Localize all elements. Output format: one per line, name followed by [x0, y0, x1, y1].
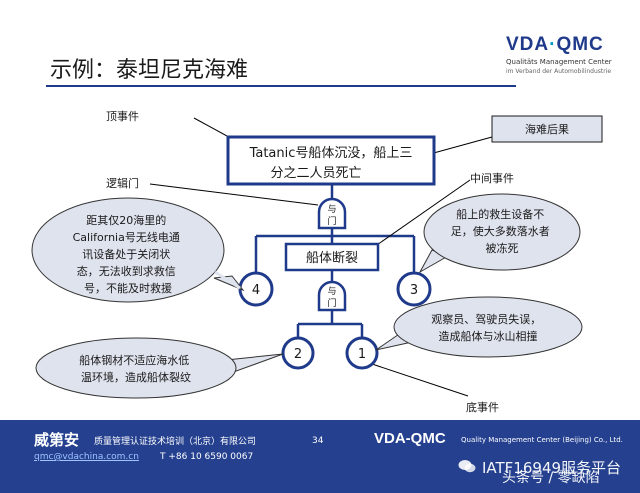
title-rule [46, 85, 516, 87]
footer-company-name: 威第安 [34, 431, 80, 449]
gate-1-label-2: 门 [327, 215, 336, 227]
footer-bar [0, 420, 640, 493]
basic-event-3-label: 3 [410, 283, 418, 298]
page-title: 示例：泰坦尼克海难 [50, 58, 249, 83]
callout-4-line-1: 距其仅20海里的 [86, 213, 166, 227]
callout-3-text: 船上的救生设备不 足，使大多数落水者 被冻死 [451, 207, 554, 255]
top-event-box [226, 135, 436, 186]
footer-brand: VDA-QMC [374, 430, 446, 447]
callout-2-line-1: 船体钢材不适应海水低 [79, 353, 189, 367]
logo-suffix: QMC [556, 34, 604, 55]
callout-3: 船上的救生设备不 足，使大多数落水者 被冻死 [418, 193, 581, 274]
callout-1-bubble [393, 296, 583, 358]
footer-brand-desc: Quality Management Center (Beijing) Co.,… [461, 436, 623, 444]
wechat-icon [458, 460, 476, 473]
pointer-consequence [429, 136, 493, 155]
middle-event-text: 船体断裂 [306, 251, 358, 266]
callout-2-line-2: 温环境，造成船体裂纹 [81, 370, 191, 384]
callout-3-bubble [423, 193, 581, 271]
callout-1-line-1: 观察员、驾驶员失误， [431, 312, 541, 326]
basic-event-2-label: 2 [294, 347, 302, 362]
watermark-text: IATF16949服务平台 头条号 / 零缺陷 [482, 457, 622, 486]
callout-4-text: 距其仅20海里的 California号无线电通 讯设备处于关闭状 态，无法收到… [73, 213, 184, 295]
middle-event-box [284, 242, 380, 272]
callout-2-text: 船体钢材不适应海水低 温环境，造成船体裂纹 [79, 353, 193, 384]
gate-1-label-1: 与 [327, 204, 336, 215]
basic-event-3 [396, 271, 432, 307]
logo-subtitle: Qualitäts Management Center [506, 58, 612, 66]
label-intermediate-event: 中间事件 [470, 172, 514, 185]
callout-1-text: 观察员、驾驶员失误， 造成船体与冰山相撞 [431, 312, 545, 343]
page-number: 34 [312, 436, 324, 446]
tree-connectors [254, 184, 416, 338]
fault-tree-diagram: Tatanic号船体沉没，船上三 分之二人员死亡 海难后果 与 门 船体断裂 与… [31, 110, 603, 414]
top-event-text-2: 分之二人员死亡 [270, 166, 361, 181]
callout-3-line-1: 船上的救生设备不 [456, 207, 544, 221]
callout-4-line-5: 号，不能及时救援 [84, 281, 172, 295]
gate-2-label-1: 与 [327, 286, 336, 297]
callout-4-line-4: 态，无法收到求救信 [77, 264, 176, 278]
pointer-intermediate [363, 179, 471, 255]
label-top-event: 顶事件 [106, 110, 139, 123]
callout-2: 船体钢材不适应海水低 温环境，造成船体裂纹 [35, 337, 284, 399]
gate-2-label-2: 门 [327, 297, 336, 309]
basic-event-4-label: 4 [252, 283, 260, 298]
footer-phone: T +86 10 6590 0067 [160, 452, 254, 462]
gate-2-and-gate [317, 280, 347, 312]
callout-4-line-3: 讯设备处于关闭状 [82, 247, 170, 261]
callout-1: 观察员、驾驶员失误， 造成船体与冰山相撞 [375, 296, 583, 358]
basic-event-1 [345, 336, 379, 370]
callout-4-tail-mask [214, 270, 241, 290]
pointer-logic-gate [149, 183, 319, 206]
watermark-platform: IATF16949服务平台 [482, 459, 622, 477]
footer-email-link[interactable]: qmc@vdachina.com.cn [34, 452, 139, 462]
callout-4-bubble [31, 197, 225, 303]
consequence-label: 海难后果 [525, 122, 569, 136]
basic-event-2 [281, 336, 315, 370]
callout-1-line-2: 造成船体与冰山相撞 [439, 329, 538, 343]
label-bottom-event: 底事件 [466, 400, 499, 414]
basic-event-1-label: 1 [358, 347, 366, 362]
consequence-box [491, 115, 603, 143]
label-logic-gate: 逻辑门 [106, 176, 139, 190]
vda-qmc-logo: VDA·QMC Qualitäts Management Center im V… [500, 34, 630, 84]
logo-subtitle-2: im Verband der Automobilindustrie [506, 68, 612, 75]
logo-wordmark: VDA·QMC [506, 34, 604, 56]
callout-4-line-2: California号无线电通 [73, 230, 180, 244]
label-pointers [149, 117, 493, 397]
footer-company-desc: 质量管理认证技术培训（北京）有限公司 [94, 437, 257, 447]
callout-2-bubble [35, 337, 237, 399]
gate-1-and-gate [317, 197, 347, 230]
pointer-bottom-event [365, 361, 469, 397]
logo-prefix: VDA [506, 34, 550, 55]
top-event-text-1: Tatanic号船体沉没，船上三 [249, 146, 413, 161]
callout-3-line-2: 足，使大多数落水者 [451, 224, 550, 238]
logo-separator: · [549, 34, 557, 55]
watermark-account: 头条号 / 零缺陷 [502, 470, 600, 486]
callout-3-line-3: 被冻死 [486, 241, 519, 255]
callout-4: 距其仅20海里的 California号无线电通 讯设备处于关闭状 态，无法收到… [31, 197, 245, 303]
